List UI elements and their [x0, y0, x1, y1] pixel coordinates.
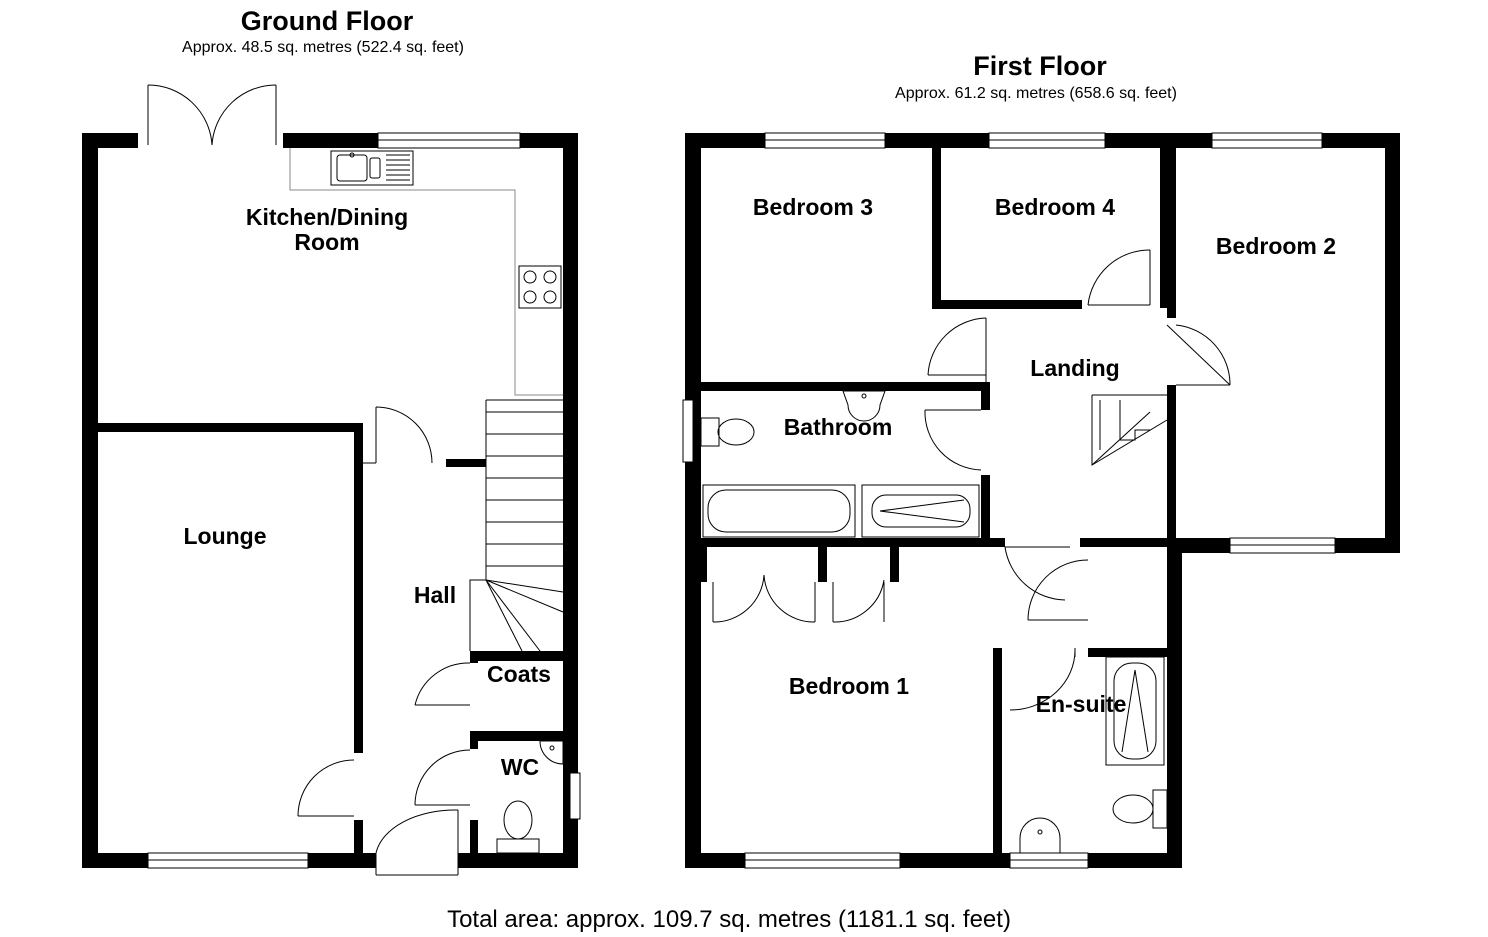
en-suite-basin-icon [1019, 817, 1061, 854]
first-floor-interior-walls [701, 148, 1182, 868]
hob-icon [518, 265, 562, 309]
ground-floor-plan: Ground Floor Approx. 48.5 sq. metres (52… [82, 6, 581, 876]
first-floor-doors [924, 249, 1231, 711]
room-label-kitchen-line2: Room [294, 229, 359, 255]
room-label-landing: Landing [1030, 355, 1119, 381]
bathtub-icon [702, 484, 856, 538]
sink-icon [330, 150, 414, 186]
en-suite-toilet-icon [1112, 794, 1154, 824]
room-label-bathroom: Bathroom [784, 414, 893, 440]
ground-floor-stairs [469, 399, 564, 652]
bath-basin-icon [842, 390, 886, 422]
wardrobe-doors [712, 574, 885, 623]
ground-floor-interior-walls [98, 423, 563, 854]
en-suite-fittings [1019, 656, 1168, 854]
ground-floor-windows [147, 132, 581, 869]
room-label-bedroom-2: Bedroom 2 [1216, 233, 1336, 259]
shower-tray-icon [861, 484, 980, 538]
room-label-kitchen: Kitchen/Dining [246, 204, 408, 230]
ground-floor-doors [297, 406, 471, 876]
room-label-hall: Hall [414, 582, 456, 608]
basin-icon [539, 740, 564, 765]
room-label-bedroom-4: Bedroom 4 [995, 194, 1115, 220]
first-floor-stairs [1091, 394, 1168, 466]
room-label-coats: Coats [487, 661, 551, 687]
ground-floor-title: Ground Floor [241, 6, 414, 36]
room-label-lounge: Lounge [183, 523, 266, 549]
first-floor-area: Approx. 61.2 sq. metres (658.6 sq. feet) [895, 85, 1177, 102]
room-label-bedroom-1: Bedroom 1 [789, 673, 909, 699]
ground-floor-exterior-walls [82, 133, 578, 868]
kitchen-units [289, 148, 563, 396]
ground-floor-area: Approx. 48.5 sq. metres (522.4 sq. feet) [182, 39, 464, 56]
room-label-wc: WC [501, 754, 539, 780]
toilet-icon [503, 800, 533, 840]
first-floor-windows [682, 132, 1336, 869]
first-floor-plan: First Floor Approx. 61.2 sq. metres (658… [682, 51, 1400, 869]
bath-toilet-icon [717, 418, 755, 446]
room-label-bedroom-3: Bedroom 3 [753, 194, 873, 220]
room-label-en-suite: En-suite [1036, 691, 1127, 717]
french-doors [147, 84, 277, 146]
bathroom-fittings [700, 390, 980, 538]
wc-fittings [496, 740, 564, 854]
first-floor-title: First Floor [973, 51, 1107, 81]
total-area: Total area: approx. 109.7 sq. metres (11… [447, 906, 1011, 933]
first-floor-exterior-walls [685, 133, 1400, 868]
en-suite-shower-icon [1105, 656, 1165, 766]
